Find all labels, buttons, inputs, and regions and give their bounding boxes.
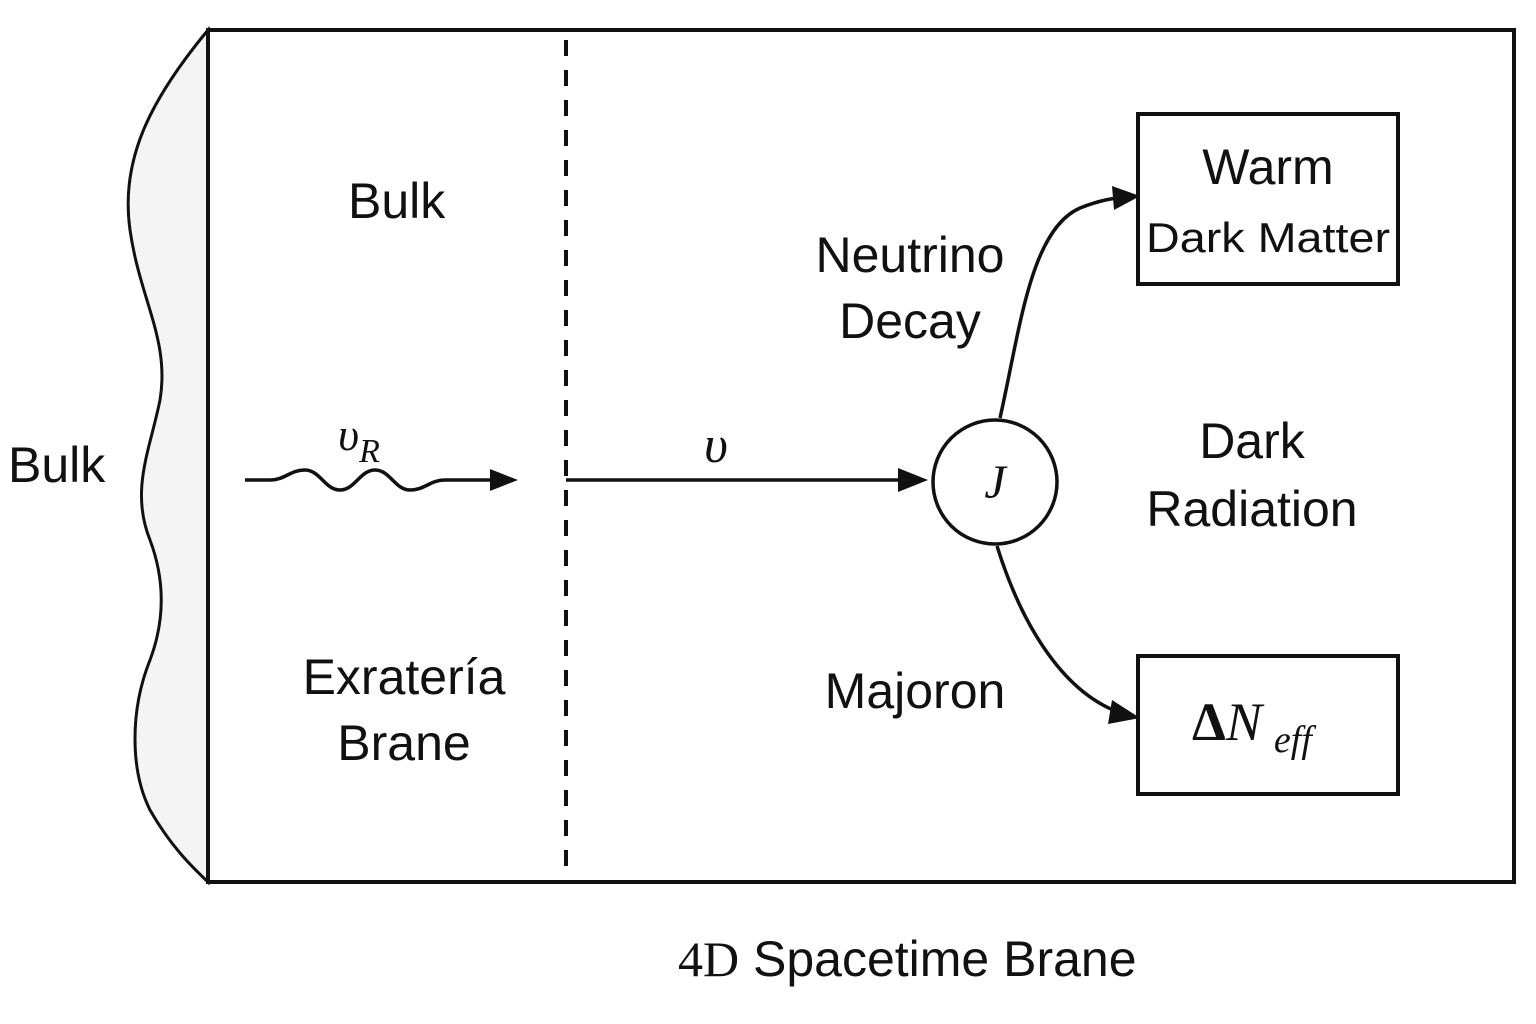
extra-brane-label-line2: Brane <box>337 715 470 771</box>
caption: 4D Spacetime Brane <box>678 931 1137 987</box>
warm-dark-matter-line1: Warm <box>1202 139 1333 195</box>
neutrino-decay-label-line2: Decay <box>839 293 981 349</box>
sterile-neutrino-wave-arrow <box>245 468 490 492</box>
warm-dark-matter-line2: Dark Matter <box>1146 214 1390 261</box>
decay-to-wdm-arrowhead <box>1112 186 1140 210</box>
majoron-label: Majoron <box>825 663 1006 719</box>
majoron-node-symbol: J <box>984 456 1008 509</box>
extra-brane-label-line1: Exratería <box>303 649 506 705</box>
caption-rest: Spacetime Brane <box>739 931 1136 987</box>
majoron-node <box>931 418 1059 546</box>
majoron-to-dneff-arrowhead <box>1108 700 1140 724</box>
delta-n-symbol: N <box>1225 692 1265 752</box>
delta-n-subscript: eff <box>1274 719 1316 761</box>
dark-radiation-label-line1: Dark <box>1199 413 1306 469</box>
bulk-boundary-shape <box>126 25 210 886</box>
majoron-to-dneff-arrow <box>995 545 1119 714</box>
sterile-neutrino-main: υ <box>338 409 359 460</box>
delta-symbol: Δ <box>1192 692 1226 752</box>
sterile-neutrino-symbol: υR <box>338 409 380 470</box>
delta-n-eff-box <box>1136 654 1400 796</box>
decay-to-wdm-arrow <box>998 196 1121 419</box>
outer-bulk-label: Bulk <box>8 437 106 493</box>
sterile-neutrino-subscript: R <box>358 433 380 470</box>
warm-dark-matter-box <box>1136 112 1400 286</box>
caption-prefix: 4D <box>678 931 739 987</box>
sterile-neutrino-arrowhead <box>490 469 518 491</box>
inner-bulk-label: Bulk <box>348 173 446 229</box>
neutrino-arrowhead <box>898 468 928 492</box>
neutrino-decay-label-line1: Neutrino <box>816 227 1005 283</box>
dark-radiation-label-line2: Radiation <box>1146 481 1357 537</box>
neutrino-symbol: υ <box>704 417 728 474</box>
